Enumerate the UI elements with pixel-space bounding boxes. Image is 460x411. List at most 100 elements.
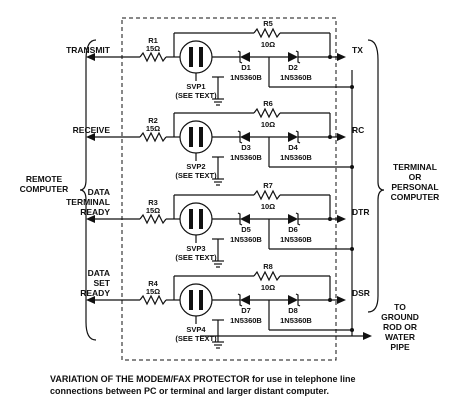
diode-left-ref: D7 <box>241 306 251 315</box>
feedback-resistor-ref: R5 <box>263 19 273 28</box>
input-resistor-ref: R4 <box>148 279 158 288</box>
diode-left-ref: D5 <box>241 225 251 234</box>
input-resistor-value: 15Ω <box>146 44 160 53</box>
input-resistor <box>139 294 167 306</box>
diode-left-part: 1N5360B <box>230 153 262 162</box>
caption-line-2: connections between PC or terminal and l… <box>50 386 329 396</box>
input-label: TERMINAL <box>66 197 110 207</box>
bus-junction-dot <box>350 247 354 251</box>
diode-right-part: 1N5360B <box>280 235 312 244</box>
input-label: SET <box>93 278 110 288</box>
remote-computer-label-line-1: REMOTE <box>26 174 63 184</box>
input-resistor-value: 15Ω <box>146 124 160 133</box>
diode-right-part: 1N5360B <box>280 153 312 162</box>
junction-dot <box>328 217 332 221</box>
output-arrow <box>337 296 346 304</box>
output-label: DSR <box>352 288 370 298</box>
output-label: TX <box>352 45 363 55</box>
zener-right-body <box>288 214 298 224</box>
bus-junction-dot <box>350 85 354 89</box>
svp-note: (SEE TEXT) <box>175 334 217 343</box>
svp-ref: SVP1 <box>186 82 205 91</box>
zener-right-body <box>288 132 298 142</box>
caption-line-1: VARIATION OF THE MODEM/FAX PROTECTOR for… <box>50 374 356 384</box>
right-bracket <box>367 39 385 313</box>
svp-note: (SEE TEXT) <box>175 91 217 100</box>
feedback-resistor-value: 10Ω <box>261 283 275 292</box>
diode-left-ref: D3 <box>241 143 251 152</box>
svp-electrode-right <box>199 209 203 229</box>
zener-left-body <box>240 52 250 62</box>
svp-electrode-right <box>199 127 203 147</box>
input-resistor-ref: R1 <box>148 36 158 45</box>
zener-left-body <box>240 214 250 224</box>
input-resistor-ref: R3 <box>148 198 158 207</box>
input-label: TRANSMIT <box>66 45 111 55</box>
input-label: RECEIVE <box>73 125 111 135</box>
output-arrow <box>337 215 346 223</box>
zener-left-body <box>240 132 250 142</box>
input-resistor <box>139 51 167 63</box>
input-resistor <box>139 131 167 143</box>
svp-ref: SVP4 <box>186 325 206 334</box>
diode-right-ref: D8 <box>288 306 298 315</box>
input-label: READY <box>80 288 110 298</box>
diode-right-ref: D2 <box>288 63 298 72</box>
diode-left-part: 1N5360B <box>230 316 262 325</box>
svp-device <box>179 283 213 317</box>
zener-right-body <box>288 295 298 305</box>
svp-note: (SEE TEXT) <box>175 253 217 262</box>
svp-electrode-left <box>189 209 193 229</box>
terminal-label-line-3: PERSONAL <box>391 182 438 192</box>
feedback-resistor <box>253 189 281 201</box>
input-label: READY <box>80 207 110 217</box>
feedback-resistor-ref: R7 <box>263 181 273 190</box>
feedback-resistor <box>253 270 281 282</box>
output-label: RC <box>352 125 364 135</box>
junction-dot <box>328 135 332 139</box>
svp-ref: SVP3 <box>186 244 205 253</box>
svp-ref: SVP2 <box>186 162 205 171</box>
diode-right-ref: D4 <box>288 143 298 152</box>
svp-device <box>179 120 213 154</box>
diode-left-ref: D1 <box>241 63 251 72</box>
diode-left-part: 1N5360B <box>230 73 262 82</box>
terminal-label-line-2: OR <box>409 172 422 182</box>
input-label: DATA <box>88 268 110 278</box>
junction-dot <box>328 55 332 59</box>
diode-right-part: 1N5360B <box>280 73 312 82</box>
bus-junction-dot <box>350 328 354 332</box>
input-arrow <box>86 296 95 304</box>
ground-label-line-2: GROUND <box>381 312 419 322</box>
input-arrow <box>86 133 95 141</box>
junction-dot <box>328 298 332 302</box>
ground-label-line-3: ROD OR <box>383 322 417 332</box>
zener-left-bar <box>237 130 243 144</box>
zener-left-bar <box>237 50 243 64</box>
input-arrow <box>86 215 95 223</box>
terminal-label-line-4: COMPUTER <box>391 192 440 202</box>
ground-label-line-5: PIPE <box>390 342 410 352</box>
svp-electrode-right <box>199 47 203 67</box>
diode-right-ref: D6 <box>288 225 298 234</box>
diode-right-part: 1N5360B <box>280 316 312 325</box>
zener-right-body <box>288 52 298 62</box>
svp-electrode-right <box>199 290 203 310</box>
input-arrow <box>86 53 95 61</box>
input-resistor-value: 15Ω <box>146 287 160 296</box>
output-arrow <box>337 133 346 141</box>
svp-device <box>179 40 213 74</box>
feedback-resistor-value: 10Ω <box>261 120 275 129</box>
ground-arrow <box>363 332 372 340</box>
feedback-resistor-value: 10Ω <box>261 40 275 49</box>
svp-electrode-left <box>189 47 193 67</box>
output-arrow <box>337 53 346 61</box>
svp-note: (SEE TEXT) <box>175 171 217 180</box>
feedback-resistor <box>253 107 281 119</box>
input-resistor-value: 15Ω <box>146 206 160 215</box>
